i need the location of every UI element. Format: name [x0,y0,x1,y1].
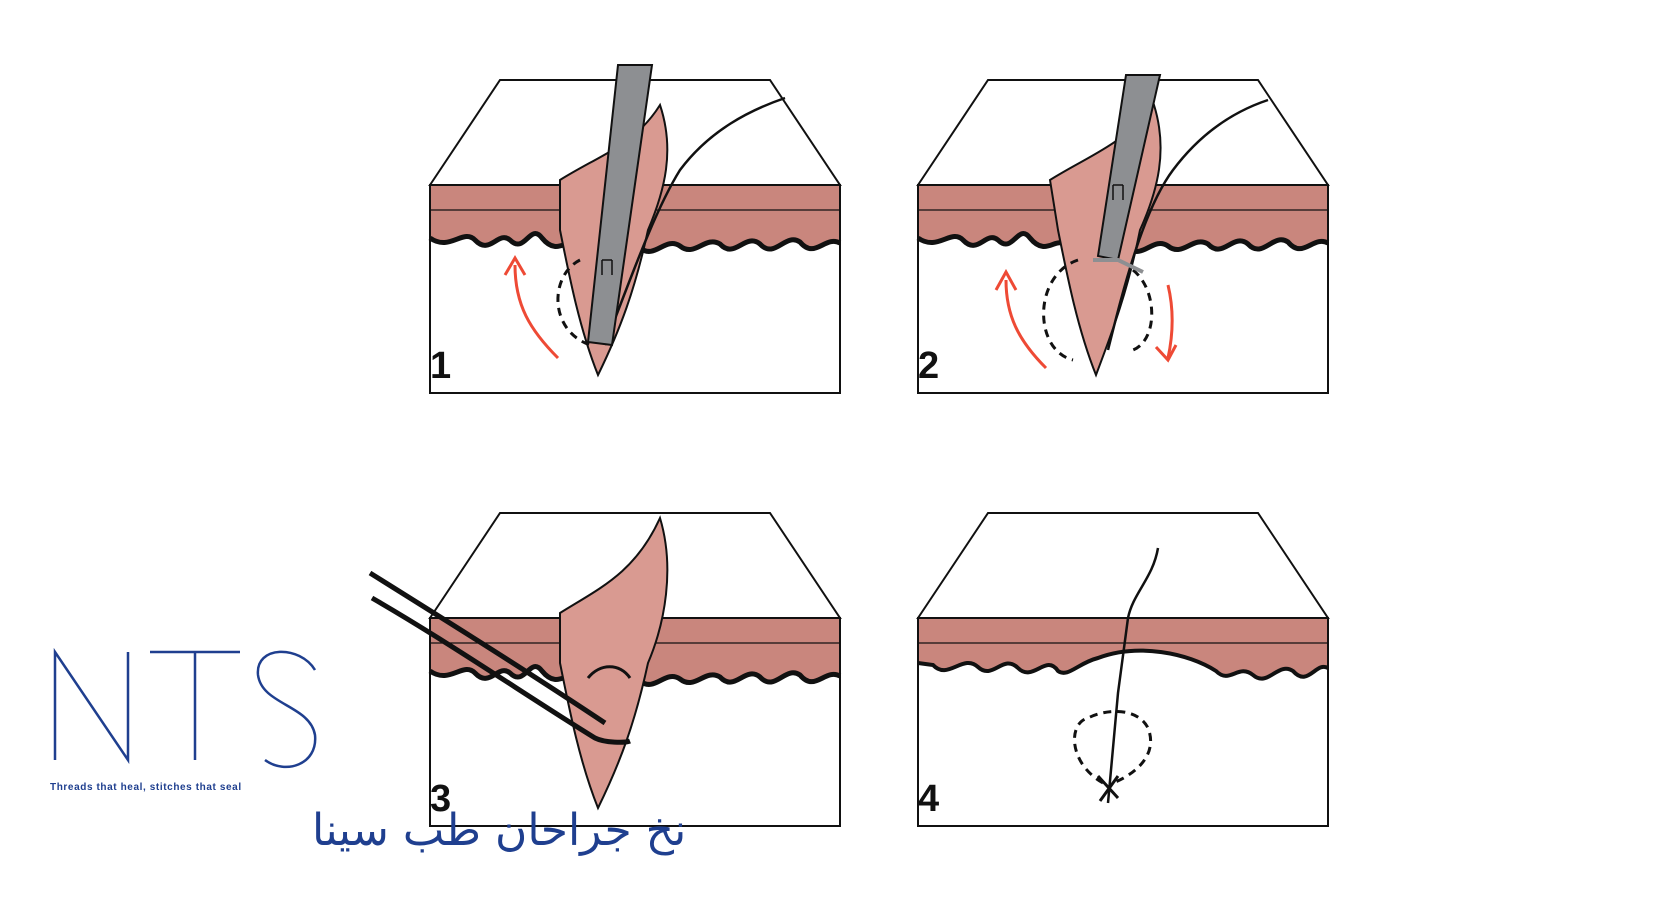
step-number: 2 [918,345,939,387]
suture-path-dashed-right [1132,268,1154,352]
step-2-panel: 2 [916,60,1358,430]
instrument-jaw [1112,184,1124,200]
dermal-border-right [1126,237,1330,254]
suture-path-dashed-left [1042,258,1079,362]
nts-logo-graphic: Threads that heal, stitches that seal نخ… [50,647,686,856]
rotation-arrowhead-right [1154,344,1178,363]
logo-letter-s [256,650,317,769]
dermal-border-right [638,670,842,687]
dermal-border [917,648,1330,681]
logo-letter-n [53,647,130,765]
instrument-jaw [601,259,613,275]
logo-arabic-text: نخ جراحان طب سینا [312,805,686,856]
suture-strand-lower [370,595,631,745]
step-1-illustration: 1 [428,64,842,394]
step-3-illustration: 3 [368,512,842,827]
dermal-border-left [428,231,583,252]
needle-holder [586,64,654,347]
knot [1096,774,1120,802]
step-4-panel: 4 [916,493,1358,863]
step-number: 1 [430,345,451,387]
needle [1093,258,1144,274]
nts-logo: Threads that heal, stitches that seal نخ… [50,640,686,870]
dermal-border-left [916,231,1071,252]
rotation-arrow-left [1004,279,1048,370]
step-4-illustration: 4 [916,512,1330,827]
step-2-illustration: 2 [916,74,1330,394]
buried-suture-loop [1073,709,1153,785]
suture-loop-mark [586,665,632,680]
step-number: 3 [430,778,451,820]
rotation-arrowhead-left [994,268,1018,291]
step-1-panel: 1 [428,60,870,430]
logo-tagline: Threads that heal, stitches that seal [50,782,242,793]
rotation-arrow [513,264,560,360]
logo-letter-t [150,650,240,760]
suture-thread [1106,98,1269,351]
rotation-arrowhead [503,255,527,276]
step-3-panel: 3 [368,493,870,863]
suture-thread [1106,547,1160,804]
skin-surface [916,512,1330,619]
dermal-border-left [428,664,583,685]
dermal-border-right [638,237,842,254]
suture-strand-upper [368,570,607,726]
rotation-arrow-right [1166,284,1174,359]
step-number: 4 [918,778,939,820]
suture-thread [603,96,786,346]
